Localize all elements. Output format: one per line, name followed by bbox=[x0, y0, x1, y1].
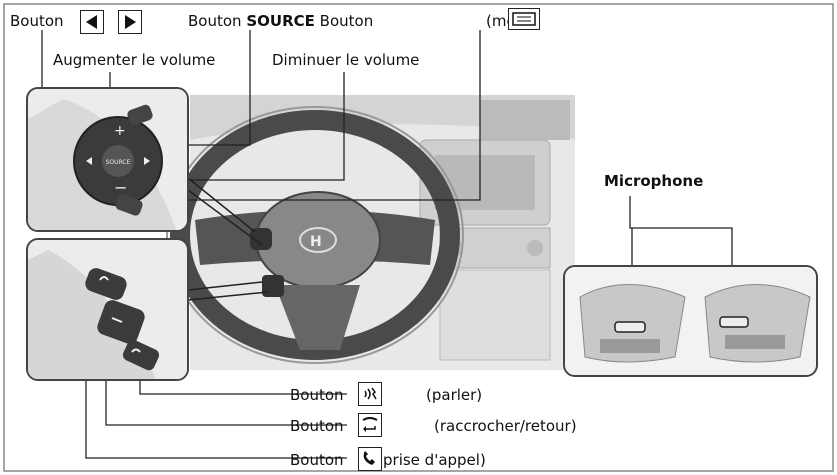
label-prise: prise d'appel) bbox=[383, 451, 486, 469]
svg-text:+: + bbox=[114, 123, 126, 139]
phone-controls-illustration bbox=[28, 240, 189, 381]
audio-controls-illustration: SOURCE + − bbox=[28, 89, 189, 232]
left-arrow-icon bbox=[80, 10, 104, 34]
inset-audio-controls: SOURCE + − bbox=[26, 87, 189, 232]
svg-text:H: H bbox=[310, 234, 322, 250]
inset-microphone bbox=[563, 265, 818, 377]
hangup-back-icon bbox=[358, 413, 382, 437]
pickup-phone-icon bbox=[358, 447, 382, 471]
label-source-prefix: Bouton bbox=[188, 12, 242, 30]
label-microphone: Microphone bbox=[604, 172, 703, 190]
microphone-illustration bbox=[565, 267, 818, 377]
label-source-suffix: Bouton bbox=[320, 12, 374, 30]
wheel-source-label: SOURCE bbox=[106, 159, 131, 166]
menu-icon bbox=[508, 8, 540, 30]
label-raccrocher: (raccrocher/retour) bbox=[434, 417, 577, 435]
label-parler: (parler) bbox=[426, 386, 482, 404]
label-bouton-prise: Bouton bbox=[290, 451, 344, 469]
label-bouton-arrows: Bouton bbox=[10, 12, 64, 30]
talk-icon bbox=[358, 382, 382, 406]
label-source-bold: SOURCE bbox=[246, 12, 315, 30]
label-diminuer: Diminuer le volume bbox=[272, 51, 419, 69]
right-arrow-icon bbox=[118, 10, 142, 34]
label-bouton-parler: Bouton bbox=[290, 386, 344, 404]
label-source: Bouton SOURCE Bouton bbox=[188, 12, 373, 30]
label-augmenter: Augmenter le volume bbox=[53, 51, 215, 69]
svg-text:−: − bbox=[114, 178, 127, 197]
dashboard-scene: H bbox=[167, 95, 575, 370]
label-bouton-raccrocher: Bouton bbox=[290, 417, 344, 435]
inset-phone-controls bbox=[26, 238, 189, 381]
